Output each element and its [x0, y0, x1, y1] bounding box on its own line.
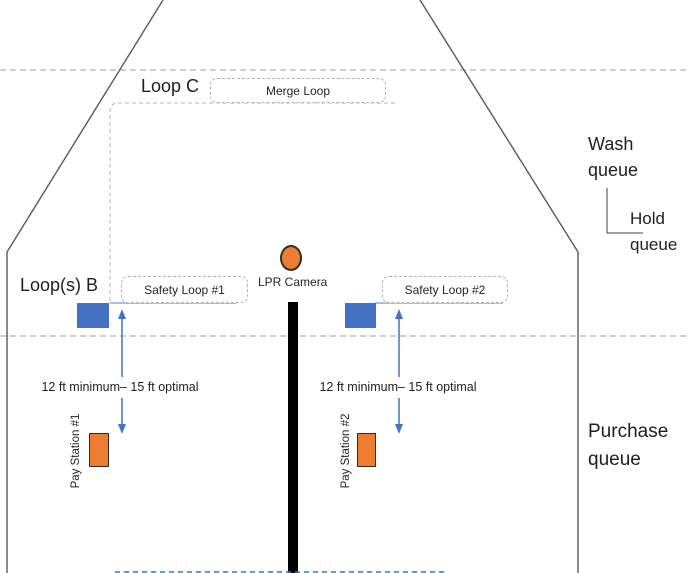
- left-down-arrow-head: [118, 424, 126, 434]
- lpr-camera-label: LPR Camera: [258, 275, 328, 289]
- pay-station-2-label: Pay Station #2: [340, 413, 352, 489]
- safety-loop-1-box: Safety Loop #1: [121, 276, 248, 303]
- right-down-arrow-head: [395, 424, 403, 434]
- safety-loop-2-box: Safety Loop #2: [382, 276, 508, 303]
- pay-station-1-label: Pay Station #1: [70, 413, 82, 489]
- purchase-queue-label: Purchase queue: [588, 421, 669, 470]
- merge-loop-box: Merge Loop: [210, 78, 386, 103]
- loops-b-label: Loop(s) B: [20, 275, 99, 295]
- pay-station-2-icon: [357, 433, 376, 467]
- distance-note-1: 12 ft minimum– 15 ft optimal: [41, 380, 199, 394]
- loop-b-sensor-1: [77, 303, 109, 328]
- loop-c-lead-dashed-path: [109, 102, 395, 303]
- left-funnel-diagonal-edge: [6, 0, 164, 253]
- pay-station-1-icon: [89, 433, 109, 467]
- left-up-arrow-head: [118, 309, 126, 319]
- merge-loop-label: Merge Loop: [265, 83, 331, 98]
- right-up-arrow-head: [395, 309, 403, 319]
- loop-c-label: Loop C: [141, 76, 200, 96]
- center-island-divider: [288, 302, 298, 573]
- lpr-camera-icon: [280, 245, 302, 271]
- distance-note-2: 12 ft minimum– 15 ft optimal: [319, 380, 477, 394]
- wash-queue-label: Wash queue: [588, 134, 639, 180]
- hold-queue-label: Hold queue: [630, 209, 678, 254]
- loop-b-sensor-2: [345, 303, 376, 328]
- wash-hold-queue-connector-line: [606, 188, 643, 234]
- safety-loop-1-label: Safety Loop #1: [144, 282, 225, 297]
- safety-loop-2-label: Safety Loop #2: [404, 282, 486, 297]
- right-funnel-diagonal-edge: [419, 0, 579, 253]
